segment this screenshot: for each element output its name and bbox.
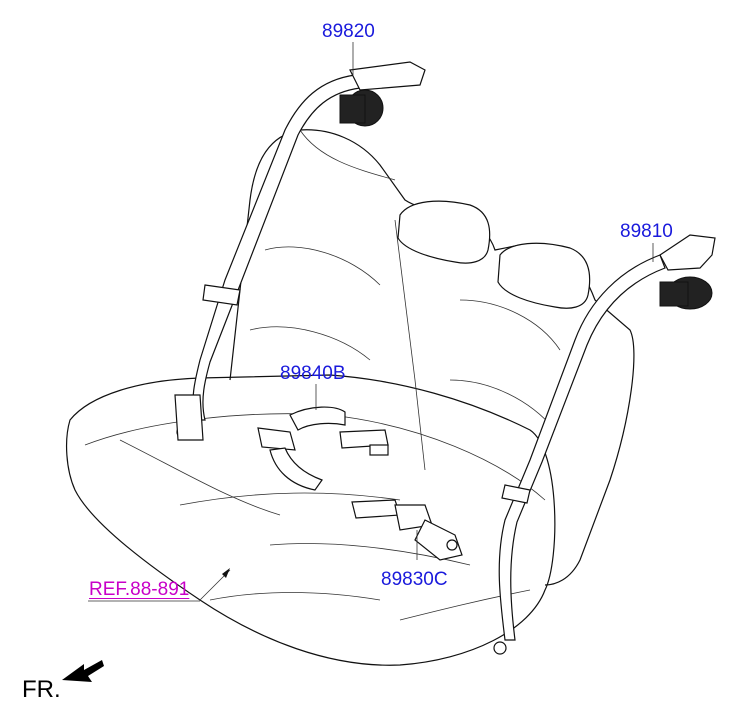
center-belt-89840b xyxy=(257,406,389,491)
label-89840b: 89840B xyxy=(280,363,346,384)
label-89830c: 89830C xyxy=(381,569,448,590)
leader-lines xyxy=(88,42,654,602)
label-89820: 89820 xyxy=(322,21,375,42)
right-headrest xyxy=(497,242,591,309)
right-belt-89810 xyxy=(493,234,716,655)
left-belt-89820 xyxy=(174,61,426,441)
front-arrow-icon xyxy=(62,660,104,682)
label-front: FR. xyxy=(22,676,61,703)
label-89810: 89810 xyxy=(620,221,673,242)
center-headrest xyxy=(397,200,491,264)
label-ref: REF.88-891 xyxy=(89,579,190,600)
buckle-89830c xyxy=(351,499,463,561)
seat-cushion xyxy=(66,374,556,666)
